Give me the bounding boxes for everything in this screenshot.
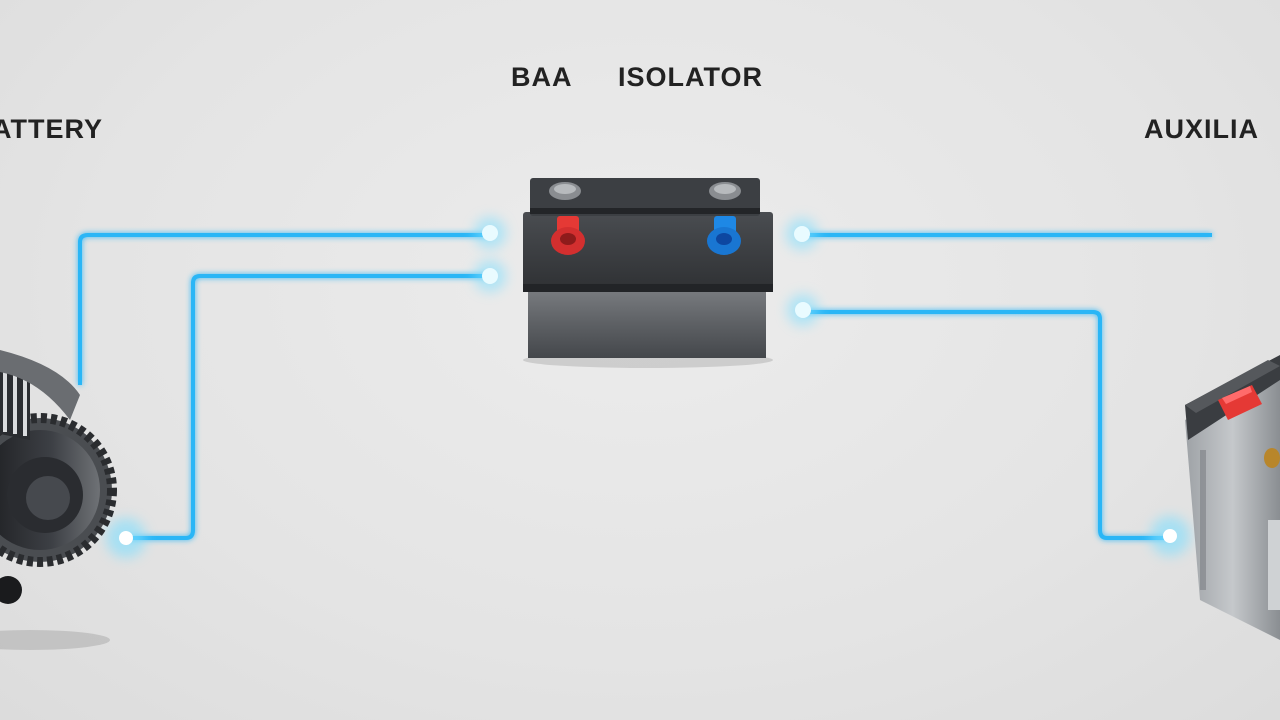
wire-alternator-bottom bbox=[128, 274, 488, 540]
connection-nodes bbox=[106, 217, 1190, 558]
auxiliary-battery-label: AUXILIA bbox=[1144, 114, 1259, 144]
positive-terminal bbox=[551, 216, 585, 255]
title-label-part2: ISOLATOR bbox=[618, 62, 764, 92]
wires bbox=[78, 233, 1212, 540]
node-aux-battery bbox=[1163, 529, 1177, 543]
isolator-front bbox=[528, 288, 766, 358]
node-alternator bbox=[119, 531, 133, 545]
node-isolator-left-top bbox=[482, 225, 498, 241]
isolator-lid bbox=[523, 212, 773, 290]
starting-battery-label: ATTERY bbox=[0, 114, 103, 144]
node-isolator-right-top bbox=[794, 226, 810, 242]
wire-alternator-top bbox=[78, 233, 488, 385]
wire-isolator-aux-bottom bbox=[803, 310, 1172, 540]
node-isolator-right-bottom bbox=[795, 302, 811, 318]
alternator bbox=[0, 350, 117, 650]
aux-positive-terminal bbox=[1218, 385, 1262, 420]
node-isolator-left-bottom bbox=[482, 268, 498, 284]
isolator-top bbox=[530, 178, 760, 216]
battery-isolator bbox=[523, 178, 773, 368]
title-label-part1: BAA bbox=[511, 62, 573, 92]
negative-terminal bbox=[707, 216, 741, 255]
auxiliary-battery bbox=[1185, 355, 1280, 640]
